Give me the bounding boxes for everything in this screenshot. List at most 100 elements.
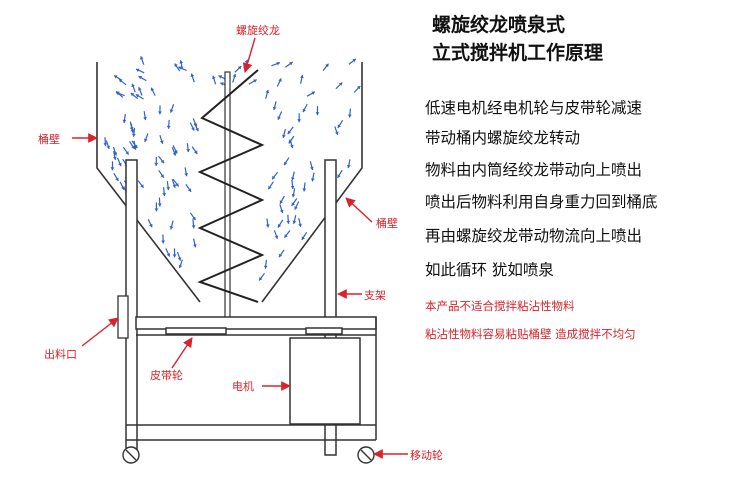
- flow-arrow-head: [131, 83, 135, 88]
- flow-arrow-head: [253, 79, 257, 83]
- flow-arrow-head: [335, 131, 339, 135]
- flow-arrow-head: [140, 184, 144, 188]
- flow-arrow-head: [274, 235, 279, 239]
- wheels: [122, 446, 375, 464]
- flow-arrow-head: [133, 146, 137, 150]
- description-line: 低速电机经电机轮与皮带轮减速: [425, 99, 643, 117]
- flow-arrow-head: [158, 111, 162, 115]
- flow-arrow-head: [178, 66, 182, 70]
- flow-arrow-head: [268, 185, 272, 190]
- flow-arrow-head: [272, 175, 276, 180]
- flow-arrow-head: [279, 200, 284, 204]
- flow-arrow-head: [278, 78, 282, 82]
- flow-arrow-head: [302, 188, 307, 192]
- flow-arrow-head: [291, 177, 295, 181]
- flow-arrow-head: [113, 152, 118, 156]
- flow-arrow-head: [166, 186, 170, 191]
- flow-arrow-head: [265, 224, 270, 228]
- flow-arrow-head: [284, 161, 288, 166]
- flow-arrow-head: [154, 162, 159, 166]
- flow-arrow-head: [286, 220, 291, 224]
- label-screw: 螺旋绞龙: [236, 24, 280, 37]
- flow-arrow-head: [138, 87, 142, 91]
- outlet-spout: [117, 295, 129, 339]
- flow-arrow-head: [294, 206, 298, 210]
- flow-arrow-head: [282, 134, 286, 138]
- flow-arrow-head: [130, 129, 135, 133]
- flow-arrow-head: [237, 66, 242, 70]
- flow-arrow-head: [192, 216, 196, 221]
- description-line: 物料由内筒经绞龙带动向上喷出: [425, 161, 643, 179]
- flow-arrow-head: [140, 56, 144, 60]
- flow-arrow-head: [337, 174, 341, 178]
- flow-arrow-head: [292, 220, 297, 224]
- flow-arrow-head: [297, 119, 301, 123]
- flow-arrow-head: [160, 174, 164, 178]
- flow-arrow-head: [169, 226, 174, 230]
- flow-arrow-head: [161, 240, 165, 244]
- flow-arrow-head: [177, 257, 182, 261]
- flow-arrow-head: [172, 254, 177, 258]
- flow-arrow-head: [195, 127, 199, 132]
- flow-arrow-head: [337, 124, 341, 128]
- flow-arrow-head: [131, 145, 135, 149]
- flow-arrow-head: [347, 164, 351, 169]
- warning-note: 本产品不适合搅拌粘沾性物料: [425, 299, 575, 313]
- flow-arrow-head: [138, 76, 142, 80]
- flow-arrow-head: [289, 62, 293, 66]
- flow-arrow-head: [259, 277, 263, 281]
- tank-outline: [96, 62, 363, 303]
- flow-arrow-head: [178, 264, 183, 269]
- flow-arrow-head: [154, 208, 159, 212]
- label-wheel: 移动轮: [410, 449, 443, 462]
- flow-arrow-head: [325, 63, 329, 68]
- flow-arrow-head: [159, 140, 164, 144]
- flow-arrow-head: [160, 159, 164, 164]
- flow-arrow-head: [279, 253, 283, 258]
- flow-arrow-head: [116, 91, 120, 96]
- flow-arrow-head: [277, 116, 281, 120]
- flow-arrow-head: [150, 87, 155, 92]
- flow-arrow-head: [315, 112, 320, 116]
- flow-arrow-head: [169, 109, 174, 113]
- label-motor: 电机: [232, 380, 254, 393]
- flow-arrow-head: [356, 86, 361, 90]
- material-flow-arrows: [103, 56, 361, 281]
- flow-arrow-head: [263, 265, 268, 269]
- platform: [135, 316, 377, 336]
- flow-arrow-head: [184, 173, 189, 177]
- warning-note: 粘沾性物料容易粘贴桶壁 造成搅拌不均匀: [425, 327, 636, 341]
- flow-arrow-head: [191, 225, 196, 229]
- flow-arrow-head: [290, 185, 295, 190]
- flow-arrow-head: [265, 89, 270, 94]
- label-wall-left: 桶壁: [38, 133, 60, 146]
- title-line-2: 立式搅拌机工作原理: [432, 42, 604, 64]
- flow-arrow-head: [284, 234, 288, 238]
- flow-arrow-head: [157, 203, 162, 207]
- flow-arrow-head: [348, 114, 352, 118]
- flow-arrow-head: [175, 183, 179, 187]
- flow-arrow-head: [298, 223, 302, 227]
- flow-arrow-head: [220, 82, 224, 86]
- flow-arrow-head: [132, 133, 136, 137]
- flow-arrow-head: [172, 152, 177, 156]
- flow-arrow-head: [113, 156, 117, 160]
- flow-arrow-head: [193, 244, 197, 248]
- title-line-1: 螺旋绞龙喷泉式: [432, 14, 566, 36]
- flow-arrow-head: [311, 178, 315, 182]
- flow-arrow-head: [311, 91, 315, 95]
- screw-auger: [197, 69, 265, 303]
- flow-arrow-head: [290, 144, 294, 149]
- flow-arrow-head: [110, 167, 115, 171]
- flow-arrow-head: [125, 151, 129, 155]
- flow-arrow-head: [162, 193, 167, 197]
- label-support: 支架: [364, 289, 386, 302]
- flow-arrow-head: [338, 82, 343, 86]
- flow-arrow-head: [179, 60, 183, 64]
- flow-arrow-head: [114, 75, 118, 79]
- flow-arrow-head: [144, 138, 148, 142]
- flow-arrow-head: [186, 149, 190, 153]
- flow-arrow-head: [279, 209, 284, 213]
- screw-shaft: [224, 71, 231, 321]
